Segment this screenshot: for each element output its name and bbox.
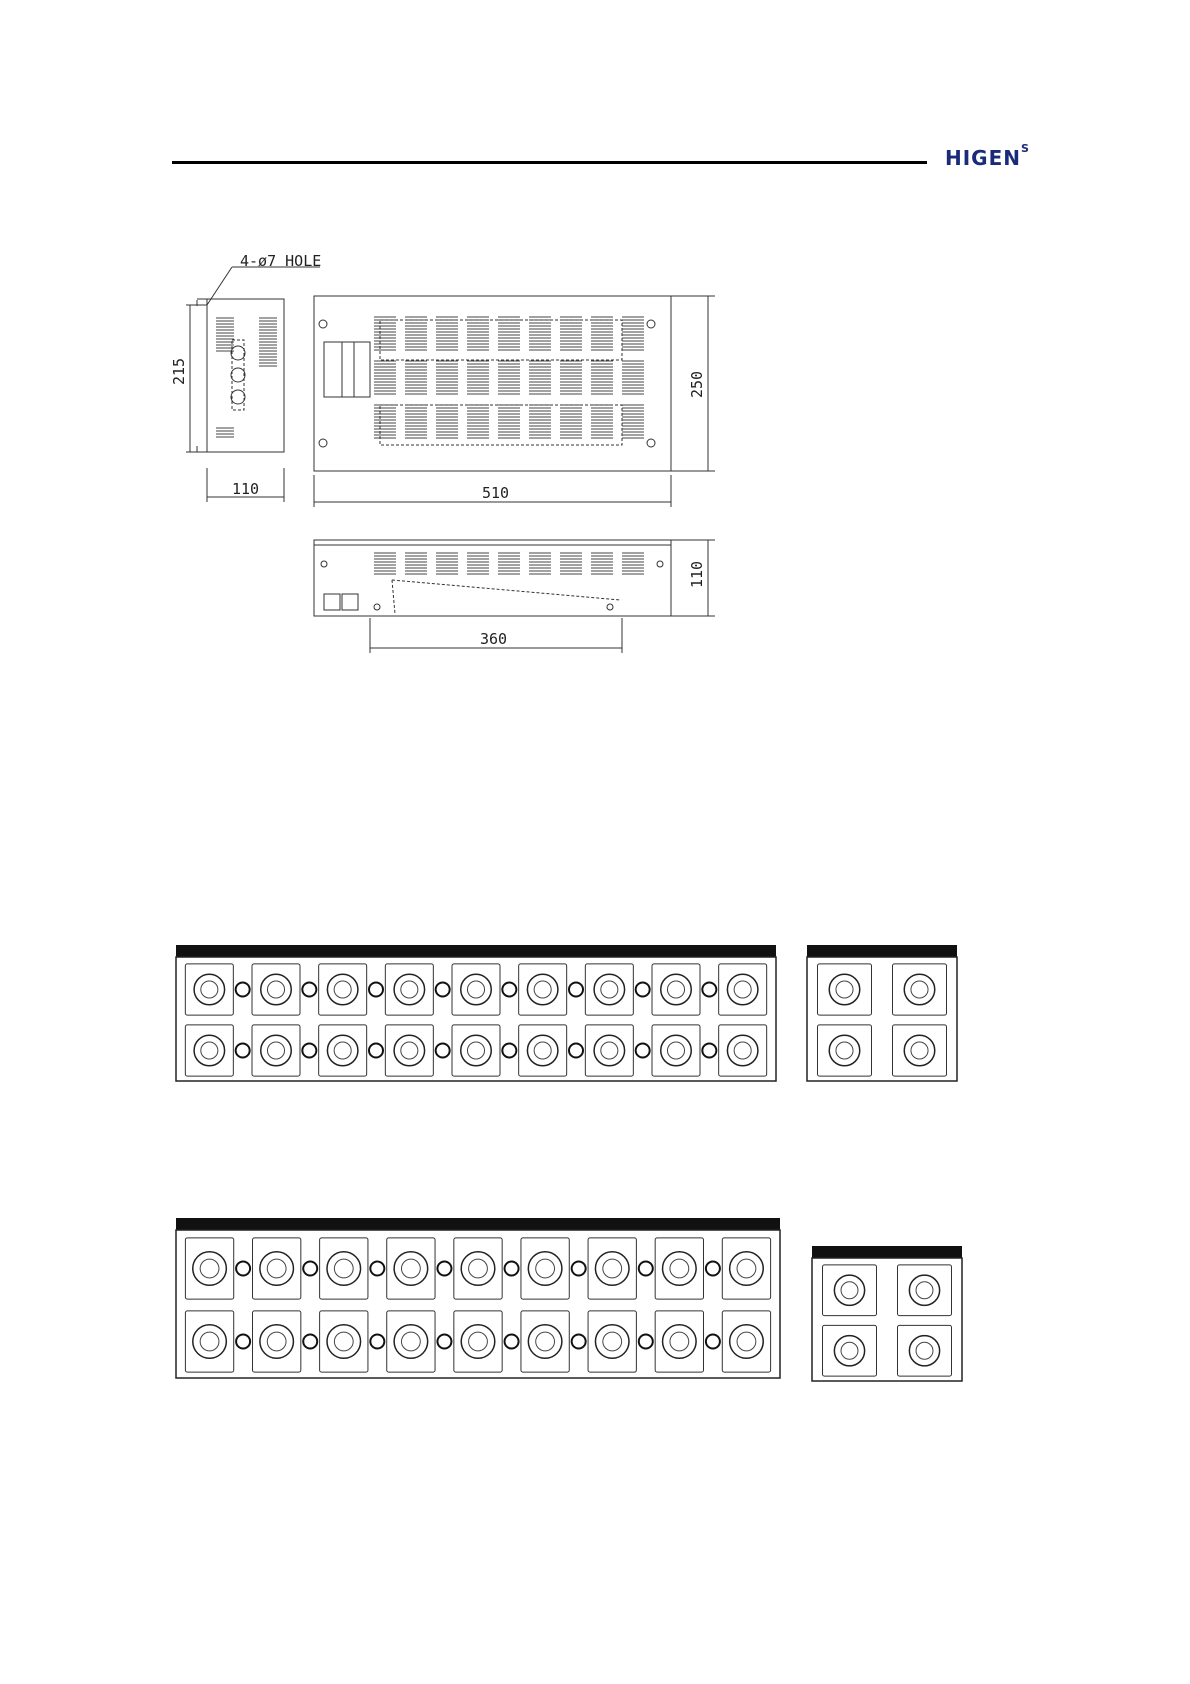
terminal-screw-icon [661,974,692,1005]
terminal-screw-icon [661,1035,692,1066]
terminal-screw-icon [904,1035,935,1066]
terminal-screw-icon [730,1325,764,1359]
terminal-block [176,945,776,1081]
terminal-screw-icon [461,1252,495,1286]
dim-110-side: 110 [232,480,259,498]
terminal-screw-icon [834,1336,864,1366]
terminal-block [812,1246,962,1381]
terminal-screw-icon [727,974,758,1005]
terminal-screw-icon [394,1252,428,1286]
terminal-screw-icon [730,1252,764,1286]
terminal-screw-icon [327,1035,358,1066]
terminal-screw-icon [461,974,492,1005]
terminal-screw-icon [909,1275,939,1305]
terminal-screw-icon [594,1035,625,1066]
terminal-screw-icon [834,1275,864,1305]
terminal-screw-icon [663,1252,697,1286]
dim-110-bottom: 110 [688,561,706,588]
terminal-screw-icon [260,1252,294,1286]
bottom-view-body [314,540,671,616]
dim-215: 215 [170,358,188,385]
terminal-screw-icon [594,974,625,1005]
terminal-block [807,945,957,1081]
terminal-screw-icon [904,974,935,1005]
terminal-screw-icon [193,1325,227,1359]
side-view-body [207,299,284,452]
bottom-view [314,540,715,653]
terminal-screw-icon [261,1035,292,1066]
terminal-screw-icon [394,1325,428,1359]
dim-360: 360 [480,630,507,648]
terminal-screw-icon [327,1325,361,1359]
terminal-screw-icon [327,1252,361,1286]
terminal-screw-icon [394,1035,425,1066]
terminal-screw-icon [394,974,425,1005]
terminal-screw-icon [528,1252,562,1286]
terminal-screw-icon [595,1252,629,1286]
terminal-screw-icon [727,1035,758,1066]
front-view [314,296,715,507]
terminal-screw-icon [528,1325,562,1359]
terminal-screw-icon [193,1252,227,1286]
terminal-screw-icon [595,1325,629,1359]
terminal-screw-icon [194,1035,225,1066]
terminal-screw-icon [829,974,860,1005]
terminal-block [176,1218,780,1378]
terminal-screw-icon [829,1035,860,1066]
terminal-screw-icon [527,974,558,1005]
terminal-blocks [176,945,962,1381]
dim-510: 510 [482,484,509,502]
terminal-screw-icon [663,1325,697,1359]
hole-note: 4-ø7 HOLE [240,252,321,270]
side-view [186,267,320,502]
terminal-screw-icon [261,974,292,1005]
terminal-screw-icon [527,1035,558,1066]
terminal-screw-icon [461,1035,492,1066]
terminal-screw-icon [327,974,358,1005]
dim-250: 250 [688,371,706,398]
terminal-screw-icon [909,1336,939,1366]
terminal-screw-icon [461,1325,495,1359]
terminal-screw-icon [260,1325,294,1359]
terminal-screw-icon [194,974,225,1005]
